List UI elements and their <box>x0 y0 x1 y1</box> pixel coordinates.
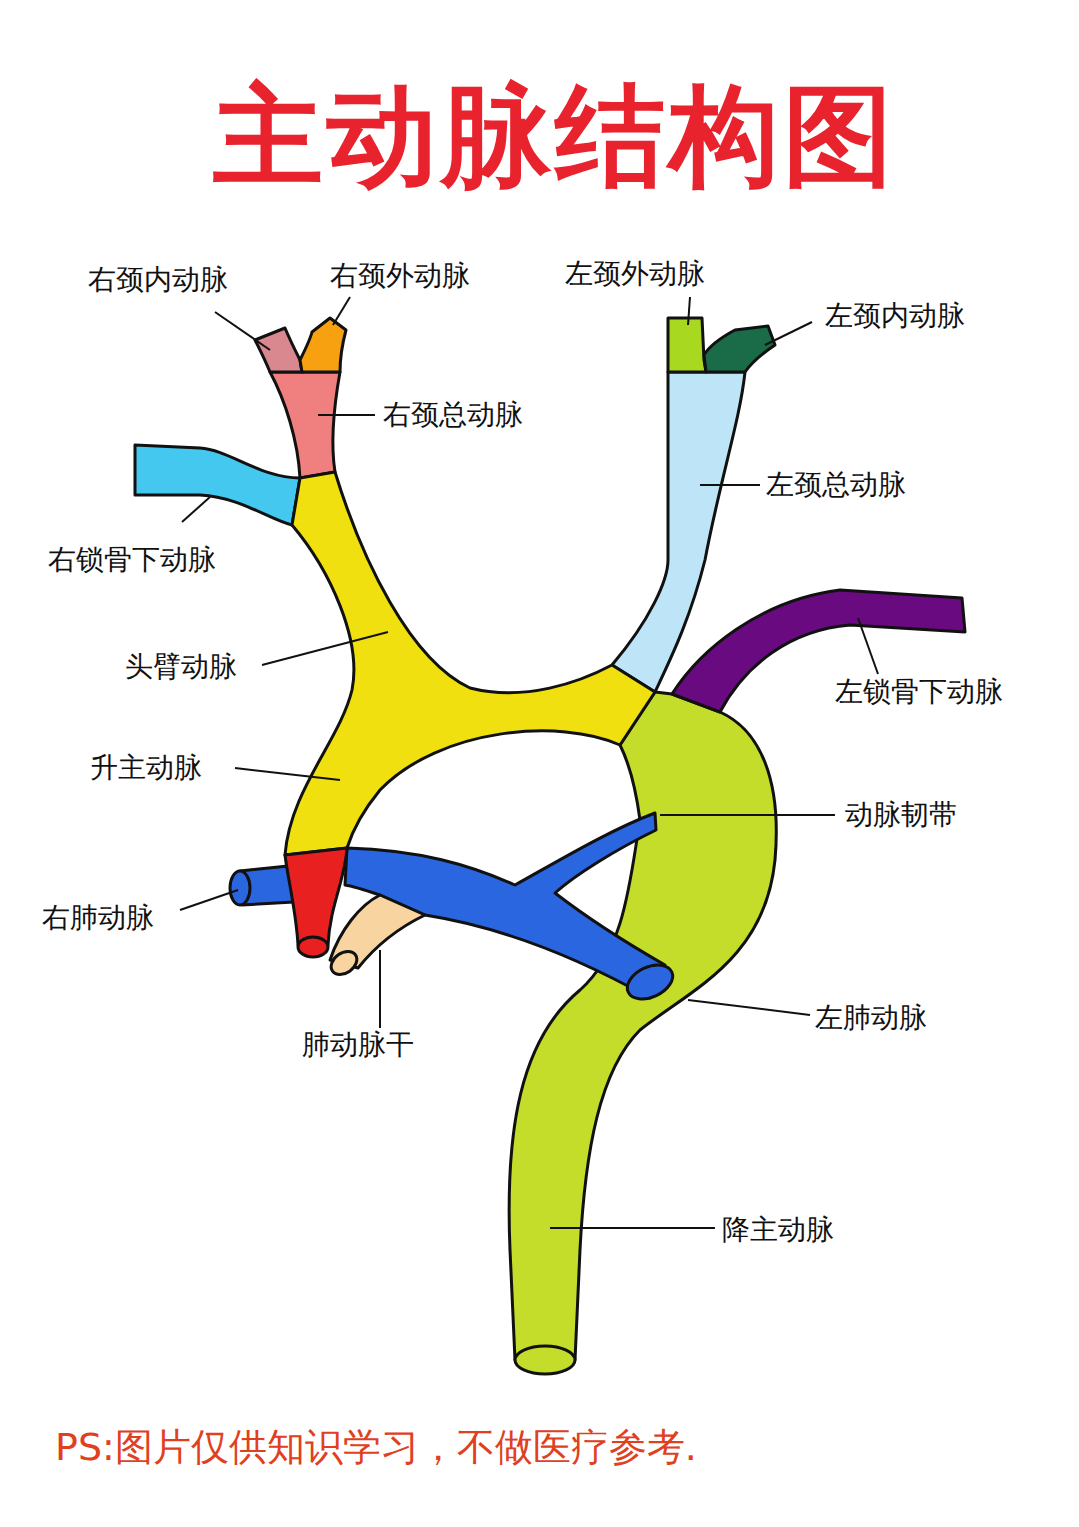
part-label: 右锁骨下动脉 <box>48 543 216 577</box>
part-label: 肺动脉干 <box>302 1028 414 1062</box>
disclaimer-note: PS:图片仅供知识学习，不做医疗参考. <box>55 1425 697 1471</box>
part-label: 右肺动脉 <box>42 901 154 935</box>
part-label: 动脉韧带 <box>845 798 957 832</box>
left-external-carotid <box>668 318 706 372</box>
part-label: 头臂动脉 <box>125 650 237 684</box>
part-label: 左肺动脉 <box>815 1001 927 1035</box>
part-label: 左颈总动脉 <box>766 468 906 502</box>
part-label: 左颈内动脉 <box>825 299 965 333</box>
part-label: 左锁骨下动脉 <box>835 675 1003 709</box>
aortic-root-end <box>298 937 328 957</box>
part-label: 右颈总动脉 <box>383 398 523 432</box>
part-label: 左颈外动脉 <box>565 257 705 291</box>
descending-aorta <box>509 692 776 1360</box>
left-internal-carotid <box>704 326 775 372</box>
right-external-carotid <box>300 318 346 372</box>
aortic-root <box>285 848 347 945</box>
aorta-end <box>515 1346 575 1374</box>
right-common-carotid <box>270 372 340 478</box>
page-title: 主动脉结构图 <box>213 70 897 202</box>
right-internal-carotid <box>255 328 302 372</box>
part-label: 升主动脉 <box>90 751 202 785</box>
pulmonary-trunk-end <box>327 947 361 979</box>
aortic-arch <box>285 472 655 855</box>
left-pulmonary-end <box>622 958 678 1005</box>
leader-lines <box>180 297 878 1228</box>
part-label: 右颈内动脉 <box>88 263 228 297</box>
part-label: 降主动脉 <box>722 1213 834 1247</box>
part-label: 右颈外动脉 <box>330 259 470 293</box>
right-pulmonary-end <box>230 871 250 905</box>
left-common-carotid <box>612 372 745 692</box>
right-subclavian <box>135 445 300 525</box>
